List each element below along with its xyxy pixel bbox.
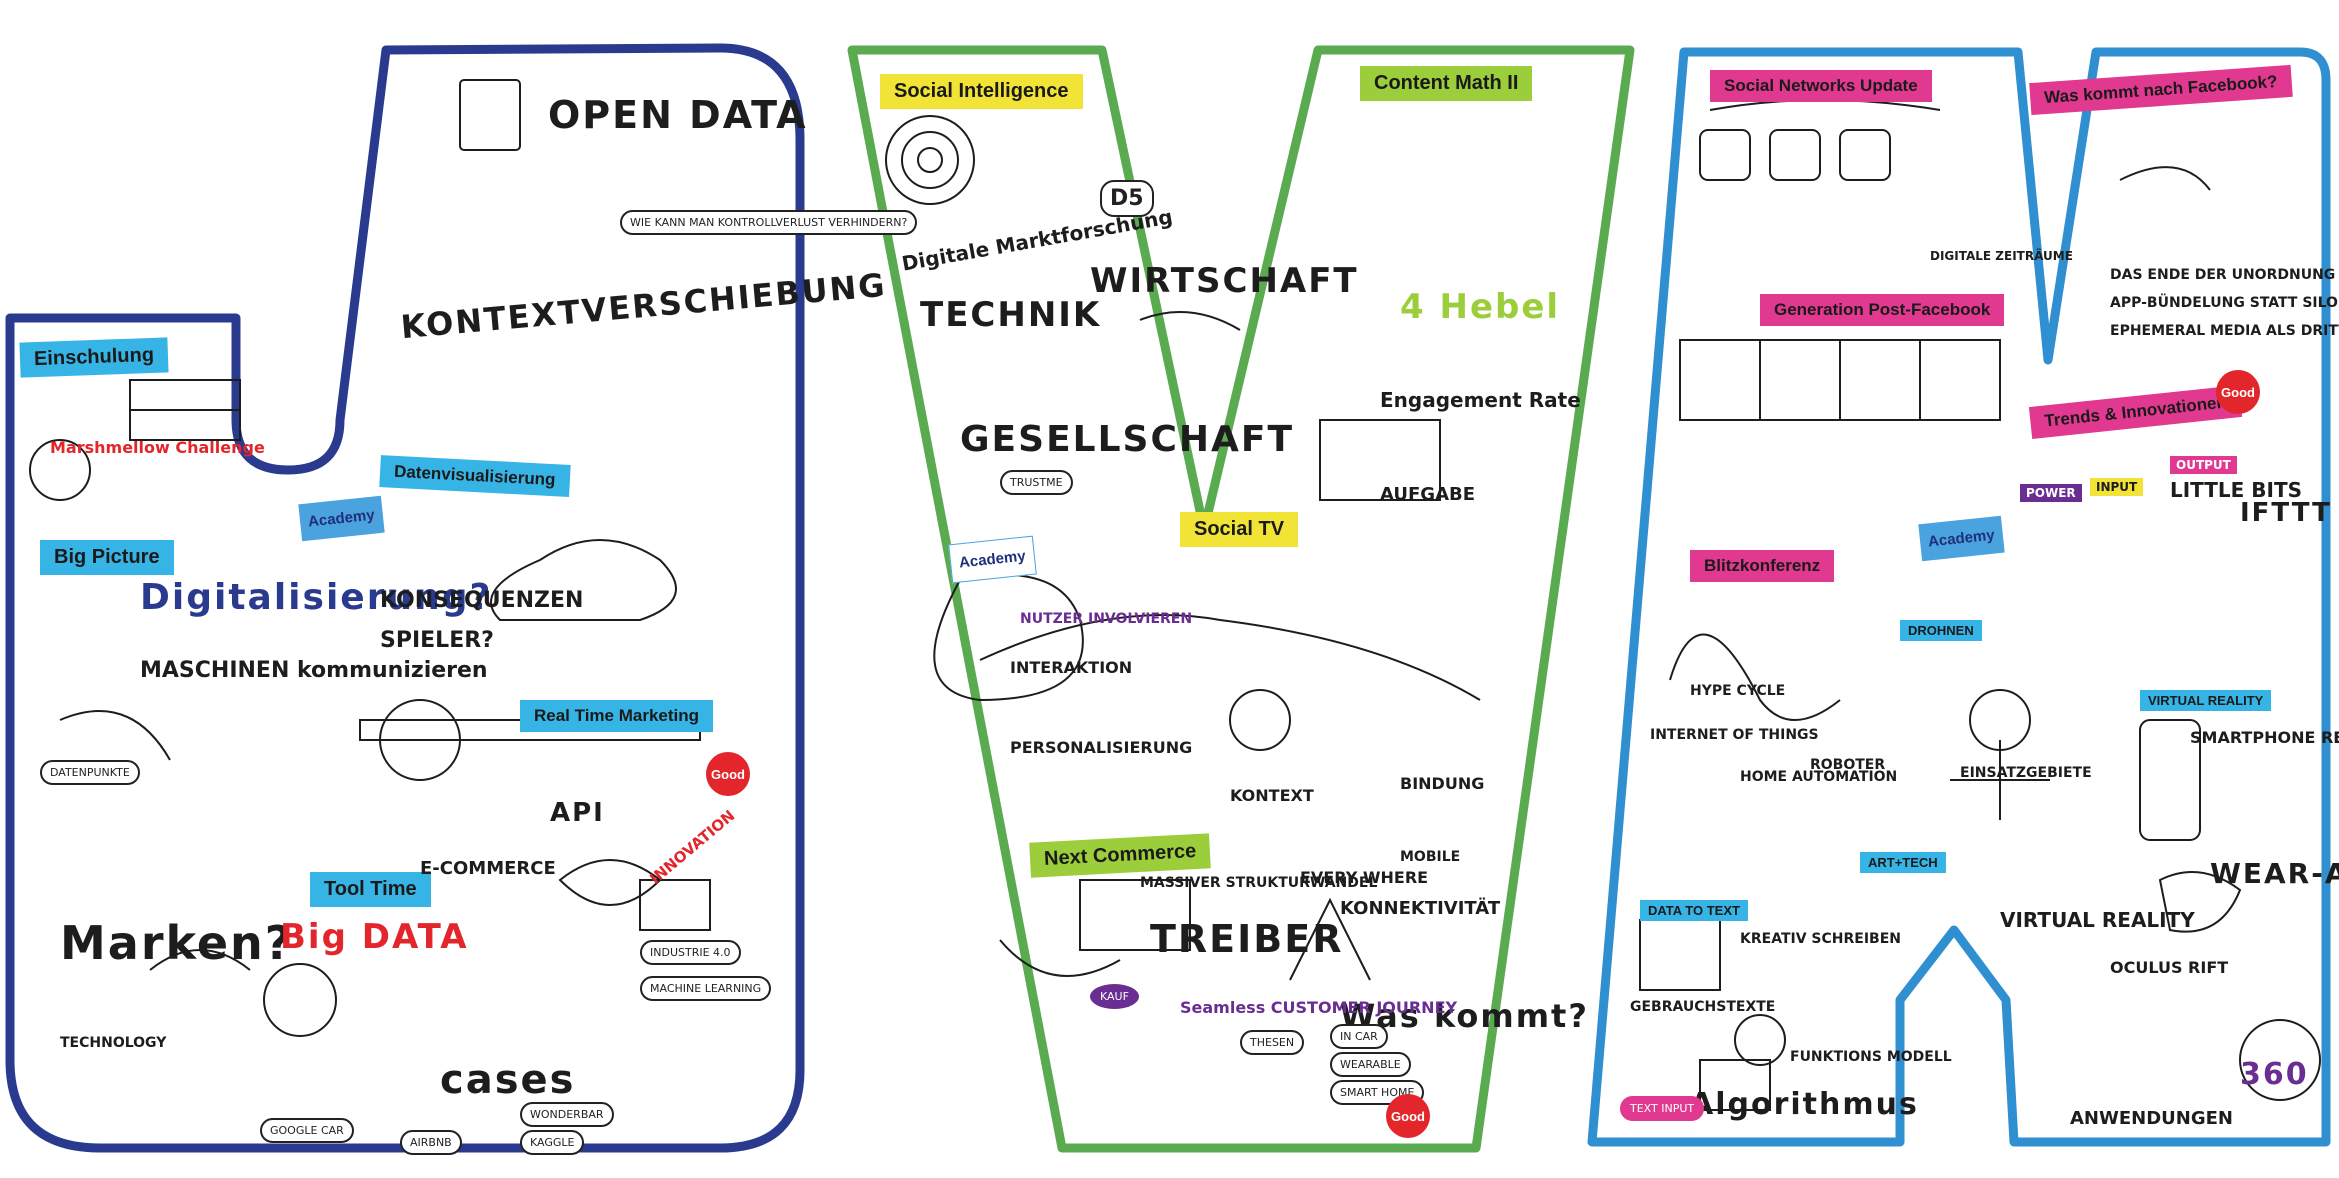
headline-marshmellow: Marshmellow Challenge [50, 438, 265, 457]
headline-big-data: Big DATA [280, 917, 469, 957]
banner-virtual-reality: VIRTUAL REALITY [2140, 690, 2272, 711]
note-wonderbar: WONDERBAR [520, 1102, 614, 1127]
headline-spieler: SPIELER? [380, 628, 494, 653]
headline-technik: TECHNIK [920, 295, 1102, 335]
banner-real-time-marketing: Real Time Marketing [520, 700, 714, 732]
note-industrie: INDUSTRIE 4.0 [640, 940, 741, 965]
headline-gesellschaft: GESELLSCHAFT [960, 419, 1295, 460]
headline-gebrauchstexte: GEBRAUCHSTEXTE [1630, 999, 1776, 1015]
note-kontrollverlust: WIE KANN MAN KONTROLLVERLUST VERHINDERN? [620, 210, 918, 235]
headline-einsatzgebiete: EINSATZGEBIETE [1960, 765, 2092, 781]
headline-digitalisierung: Digitalisierung? [140, 577, 493, 618]
headline-personalisierung: PERSONALISIERUNG [1010, 738, 1193, 757]
headline-digitale-zeitraeume: DIGITALE ZEITRÄUME [1930, 249, 2073, 263]
headline-treiber: TREIBER [1150, 917, 1344, 961]
headline-funktionsmodell: FUNKTIONS MODELL [1790, 1049, 1952, 1065]
banner-social-networks: Social Networks Update [1710, 70, 1932, 102]
headline-anwendungen: ANWENDUNGEN [2070, 1108, 2233, 1129]
headline-engagement-rate: Engagement Rate [1380, 388, 1581, 412]
headline-konnektivitaet: KONNEKTIVITÄT [1340, 898, 1501, 919]
note-airbnb: AIRBNB [400, 1130, 462, 1155]
banner-einschulung: Einschulung [19, 337, 169, 378]
banner-social-tv: Social TV [1180, 512, 1299, 547]
headline-every-where: EVERY WHERE [1300, 868, 1429, 887]
headline-power: POWER [2020, 484, 2082, 502]
banner-art-tech: ART+TECH [1860, 852, 1946, 873]
headline-ephemeral: EPHEMERAL MEDIA ALS DRITTES WEB [2110, 323, 2339, 339]
note-machine-learning: MACHINE LEARNING [640, 976, 772, 1001]
headline-wirtschaft: WIRTSCHAFT [1090, 261, 1359, 301]
headline-maschinen: MASCHINEN kommunizieren [140, 658, 488, 683]
note-datenpunkte: DATENPUNKTE [40, 760, 140, 785]
headline-struktur: MASSIVER STRUKTURWANDEL [1140, 875, 1378, 891]
headline-ende-unordnung: DAS ENDE DER UNORDNUNG [2110, 267, 2336, 283]
note-three-sixty: 360 [2240, 1057, 2309, 1092]
headline-mobile: MOBILE [1400, 849, 1461, 865]
headline-konsequenzen: KONSEQUENZEN [380, 588, 584, 613]
headline-roboter: ROBOTER [1810, 757, 1886, 773]
banner-data-to-text: DATA TO TEXT [1640, 900, 1748, 921]
note-wearable: WEARABLE [1330, 1052, 1411, 1077]
good-badge-u: Good [706, 752, 750, 796]
headline-oculus-rift: OCULUS RIFT [2110, 958, 2229, 977]
headline-cases: cases [440, 1057, 576, 1103]
note-d5: D5 [1100, 180, 1154, 217]
u-letter-outline [5, 43, 805, 1153]
headline-input: INPUT [2090, 478, 2144, 496]
headline-wearables: WEAR-ABLES [2210, 857, 2339, 890]
headline-nutzer: NUTZER INVOLVIEREN [1020, 611, 1193, 627]
headline-kontext: KONTEXT [1230, 786, 1314, 805]
headline-marken: Marken? [60, 916, 294, 970]
headline-smartphone-revolution: SMARTPHONE REVOLUTION [2190, 728, 2339, 747]
headline-hype-cycle: HYPE CYCLE [1690, 683, 1786, 699]
headline-output: OUTPUT [2170, 456, 2237, 474]
headline-home-automation: HOME AUTOMATION [1740, 769, 1898, 785]
note-thesen: THESEN [1240, 1030, 1305, 1055]
note-kauf: KAUF [1090, 984, 1139, 1009]
banner-social-intelligence: Social Intelligence [880, 74, 1083, 109]
note-textinput: TEXT INPUT [1620, 1096, 1705, 1121]
headline-e-commerce: E-COMMERCE [420, 858, 556, 879]
headline-technology: TECHNOLOGY [60, 1035, 167, 1051]
headline-open-data: OPEN DATA [548, 93, 808, 137]
m-letter-outline [1587, 47, 2331, 1147]
v-doodles [885, 115, 1481, 981]
headline-api: API [550, 798, 605, 828]
banner-content-math: Content Math II [1360, 66, 1533, 101]
banner-big-picture: Big Picture [40, 540, 174, 575]
headline-virtual-reality-big: VIRTUAL REALITY [2000, 908, 2195, 932]
good-badge-v: Good [1386, 1094, 1430, 1138]
headline-aufgabe: AUFGABE [1380, 484, 1476, 505]
headline-seamless: Seamless CUSTOMER JOURNEY [1180, 998, 1458, 1017]
m-doodles [1639, 99, 2321, 1111]
headline-ifttt: IFTTT [2240, 498, 2332, 528]
headline-internet-of-things: INTERNET OF THINGS [1650, 727, 1819, 743]
good-badge-m: Good [2216, 370, 2260, 414]
headline-interaktion: INTERAKTION [1010, 658, 1133, 677]
headline-little-bits: LITTLE BITS [2170, 478, 2303, 502]
banner-generation-post: Generation Post-Facebook [1760, 294, 2005, 326]
banner-drohnen: DROHNEN [1900, 620, 1982, 641]
headline-app-bundling: APP-BÜNDELUNG STATT SILOS [2110, 295, 2339, 311]
banner-blitzkonferenz: Blitzkonferenz [1690, 550, 1835, 582]
banner-tool-time: Tool Time [310, 872, 431, 907]
v-letter-outline [847, 45, 1635, 1153]
note-google-car: GOOGLE CAR [260, 1118, 354, 1143]
headline-algorithmus: Algorithmus [1690, 1087, 1919, 1122]
note-trustme: TRUSTME [1000, 470, 1073, 495]
note-kaggle: KAGGLE [520, 1130, 585, 1155]
note-in-car: IN CAR [1330, 1024, 1388, 1049]
headline-bindung: BINDUNG [1400, 774, 1485, 793]
headline-kreativ: KREATIV SCHREIBEN [1740, 931, 1901, 947]
headline-hebel: 4 Hebel [1400, 287, 1561, 327]
